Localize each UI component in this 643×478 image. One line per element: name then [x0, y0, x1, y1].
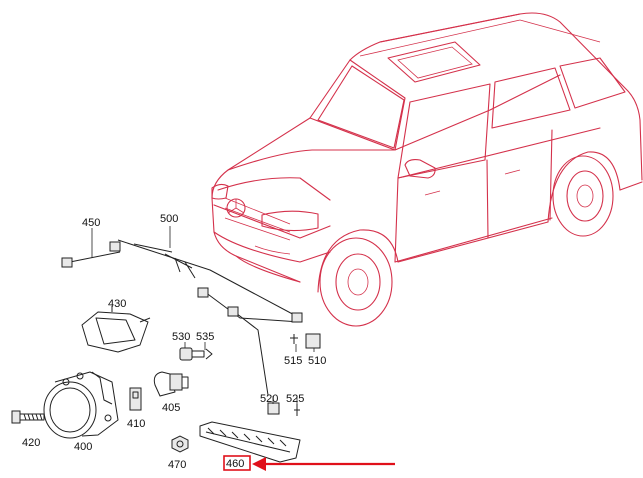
nut-470: [171, 435, 189, 453]
callout-430: 430: [108, 298, 126, 310]
callout-520: 520: [260, 393, 278, 405]
callout-525: 525: [286, 393, 304, 405]
callout-535: 535: [196, 331, 214, 343]
callout-470: 470: [168, 459, 186, 471]
screw-420: [11, 410, 45, 424]
clip-410: [129, 387, 142, 411]
callout-500: 500: [160, 213, 178, 225]
callout-460[interactable]: 460: [226, 458, 244, 470]
wiring-harness-500: [61, 226, 303, 396]
callout-530: 530: [172, 331, 190, 343]
callout-420: 420: [22, 437, 40, 449]
callout-510: 510: [308, 355, 326, 367]
callout-410: 410: [127, 418, 145, 430]
bracket-430: [81, 306, 151, 353]
highlight-box-460: [223, 455, 251, 471]
callout-405: 405: [162, 402, 180, 414]
bulb-405: [153, 371, 189, 397]
callout-515: 515: [284, 355, 302, 367]
vehicle-outline-icon: [211, 12, 643, 327]
connector-510-515: [290, 333, 321, 352]
arrow-left-icon: [252, 457, 395, 471]
callout-400: 400: [74, 441, 92, 453]
bulb-530: [179, 342, 213, 361]
callout-labels: 450 500 430 530 535 515 510 520 525 405 …: [22, 213, 326, 471]
callout-450: 450: [82, 217, 100, 229]
connector-520-525: [267, 396, 300, 416]
grille-460: [199, 421, 301, 463]
fog-lamp-400: [43, 371, 119, 439]
